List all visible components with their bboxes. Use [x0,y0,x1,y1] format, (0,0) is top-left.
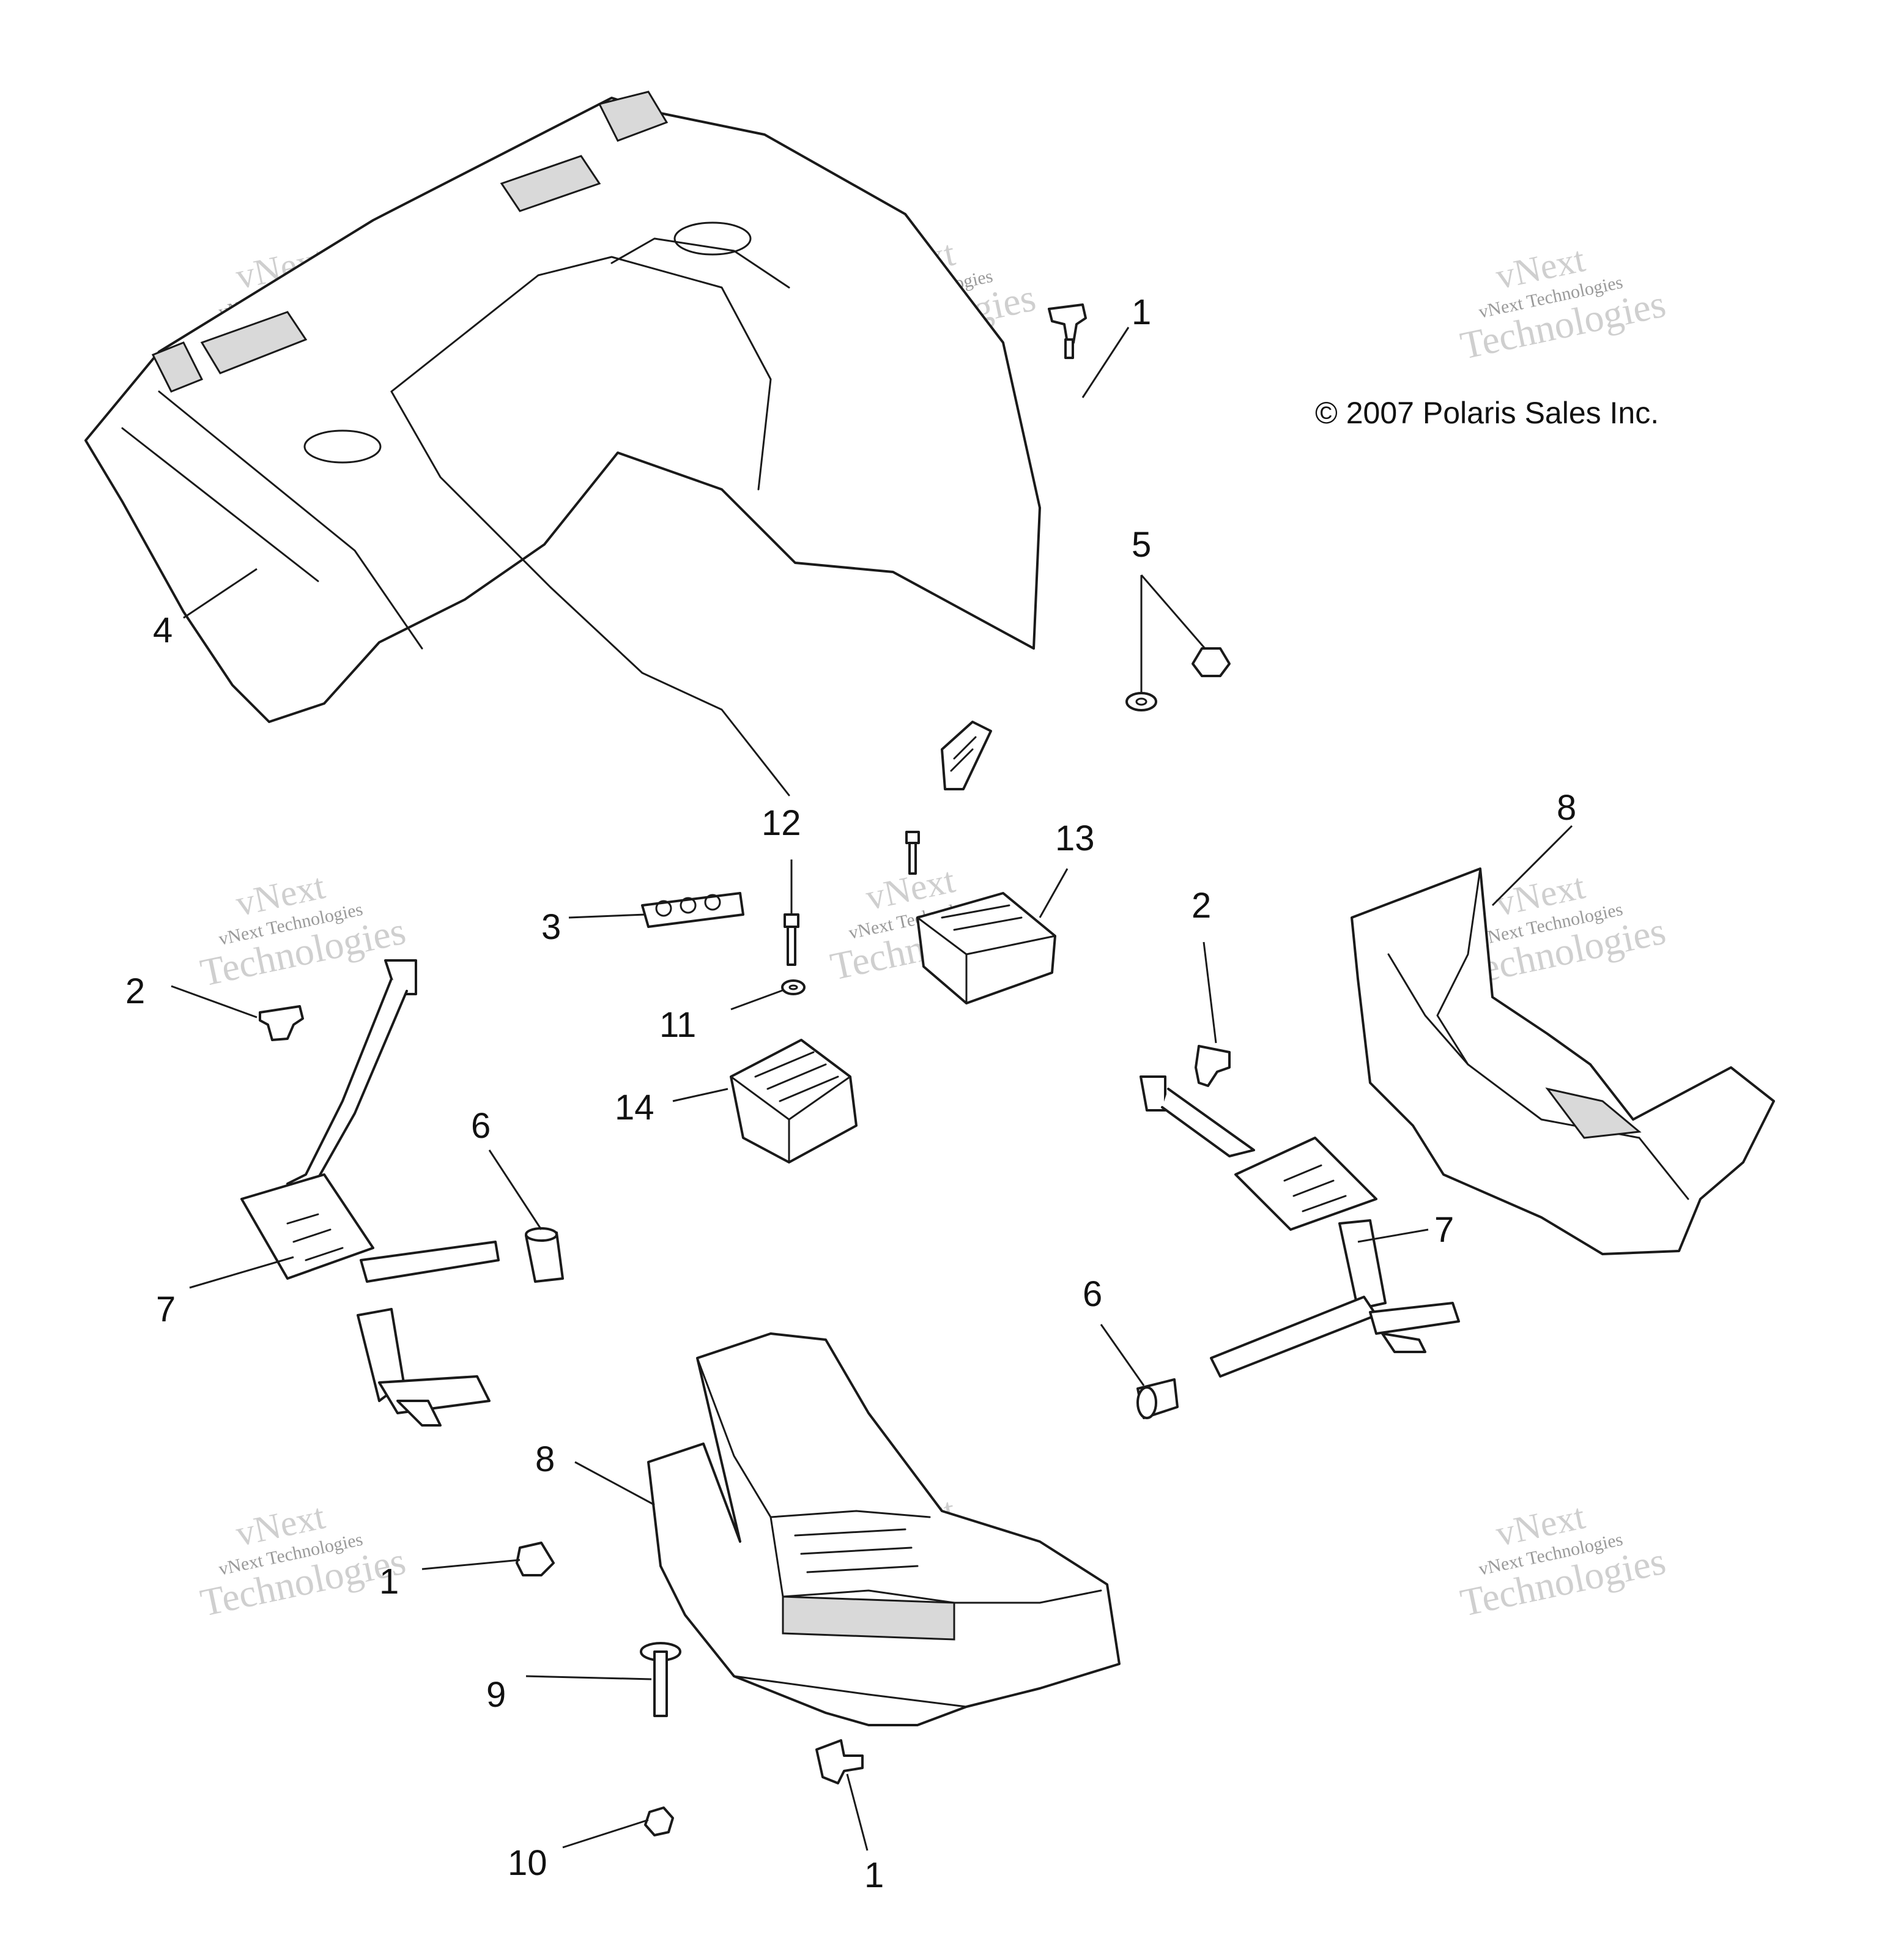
push-rivet-part-top [1048,303,1087,359]
leader-1-left [421,1559,521,1570]
leader-3 [568,913,646,919]
bolt-part-12 [784,913,799,966]
callout-10: 10 [508,1843,547,1883]
bushing-part-right [1136,1378,1179,1419]
clip-part-right [1195,1045,1231,1087]
leader-10 [562,1819,649,1849]
callout-14: 14 [615,1088,654,1127]
leader-2-left [171,985,258,1019]
leader-7-right [1357,1228,1429,1243]
leader-2-right [1203,941,1217,1044]
callout-7-right: 7 [1434,1210,1454,1250]
carriage-bolt-part [640,1642,681,1717]
watermark-bottom-right: vNext vNext Technologies Technologies [1456,1496,1669,1625]
clip-part-left [259,1005,304,1041]
callout-2-right: 2 [1192,886,1211,926]
leader-4 [183,568,258,619]
callout-8-bottom: 8 [535,1439,555,1479]
leader-5b [1140,574,1206,649]
bushing-part-left [525,1227,564,1283]
callout-11: 11 [659,1005,696,1045]
leader-11 [730,989,785,1011]
watermark-top-right: vNext vNext Technologies Technologies [1456,239,1669,368]
fuse-box-part [916,892,1056,1004]
washer-part [781,979,806,995]
callout-12: 12 [762,803,801,843]
callout-13: 13 [1055,819,1095,858]
leader-1-top [1081,327,1130,398]
floorboard-part-bottom [647,1332,1121,1726]
leader-7-left [189,1256,294,1289]
callout-4: 4 [153,611,172,650]
callout-1-bottom: 1 [864,1855,884,1895]
nut-part [644,1806,674,1836]
callout-1-top: 1 [1132,292,1151,332]
watermark-bottom-left: vNext vNext Technologies Technologies [196,1496,409,1625]
leader-8-bottom [574,1461,655,1506]
callout-8-right: 8 [1557,788,1576,828]
push-rivet-part-left [516,1542,555,1576]
callout-7-left: 7 [156,1290,176,1329]
floorboard-part-right [1351,867,1775,1255]
leader-1-bottom [846,1773,869,1851]
footrest-bracket-part-left [240,959,500,1427]
connector-part [941,721,992,790]
callout-9: 9 [486,1675,506,1715]
relay-box-part [730,1039,858,1164]
leader-14 [672,1088,728,1102]
callout-1-left: 1 [379,1562,399,1602]
push-rivet-part-bottom [815,1739,864,1784]
callout-3: 3 [541,907,561,947]
callout-2-left: 2 [125,971,145,1011]
leader-9 [525,1675,652,1680]
callout-6-right: 6 [1083,1274,1102,1314]
watermark-mid-left: vNext vNext Technologies Technologies [196,866,409,995]
leader-6-right [1100,1324,1145,1386]
leader-lines [171,327,1573,1851]
callout-6-left: 6 [471,1106,491,1146]
fuse-strip-part [641,892,744,928]
grommet-part [1125,647,1231,711]
copyright-notice: © 2007 Polaris Sales Inc. [1315,396,1659,430]
leader-13 [1039,868,1069,918]
leader-8-right [1491,825,1573,907]
bolt-part-13 [905,831,920,875]
rear-fender-part [84,91,1041,796]
callout-5: 5 [1132,525,1151,565]
leader-6-left [488,1149,543,1230]
callout-labels: 1 5 4 8 12 13 3 2 2 11 14 6 7 7 6 8 1 9 … [125,292,1576,1895]
footrest-bracket-part-right [1140,1075,1460,1378]
